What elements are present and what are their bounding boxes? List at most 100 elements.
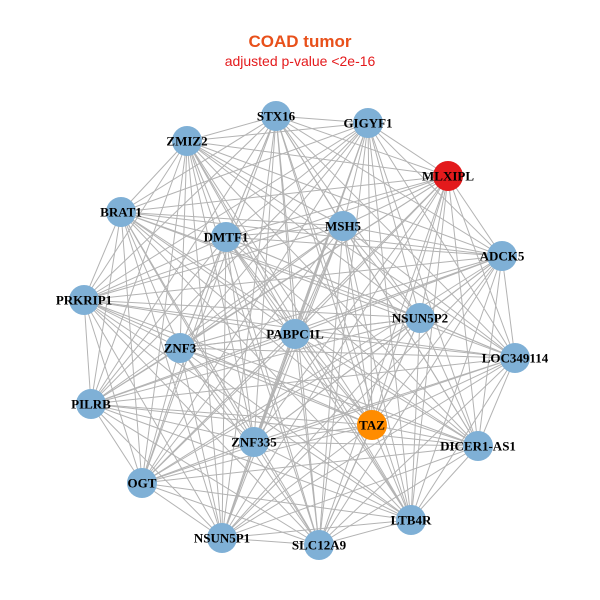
node-dmtf1[interactable]: DMTF1: [204, 222, 249, 252]
edge-gigyf1-taz: [367, 122, 373, 426]
edge-prkrip1-ogt: [83, 299, 143, 484]
edge-mlxipl-prkrip1: [83, 175, 449, 301]
edge-gigyf1-brat1: [120, 122, 369, 213]
node-label-znf3: ZNF3: [164, 341, 197, 356]
node-pilrb[interactable]: PILRB: [71, 389, 111, 419]
node-circle-adck5[interactable]: [487, 241, 517, 271]
edge-znf3-nsun5p1: [179, 347, 223, 539]
edge-taz-znf335: [253, 424, 373, 443]
edge-zmiz2-pilrb: [90, 140, 188, 405]
edge-nsun5p2-pilrb: [90, 317, 421, 405]
edge-pilrb-znf335: [90, 403, 255, 443]
edge-stx16-znf335: [253, 115, 277, 443]
edge-mlxipl-loc349114: [447, 175, 516, 359]
node-circle-znf3[interactable]: [165, 333, 195, 363]
edge-stx16-taz: [275, 115, 373, 426]
node-circle-nsun5p2[interactable]: [405, 303, 435, 333]
node-label-ltb4r: LTB4R: [391, 513, 432, 528]
node-taz[interactable]: TAZ: [357, 410, 387, 440]
node-mlxipl[interactable]: MLXIPL: [422, 161, 474, 191]
node-circle-msh5[interactable]: [328, 211, 358, 241]
node-circle-brat1[interactable]: [106, 197, 136, 227]
edge-taz-dicer1-as1: [371, 424, 479, 447]
node-circle-slc12a9[interactable]: [304, 530, 334, 560]
node-pabpc1l[interactable]: PABPC1L: [266, 319, 324, 349]
edge-adck5-znf3: [179, 255, 503, 349]
edge-dmtf1-prkrip1: [83, 236, 227, 301]
node-ogt[interactable]: OGT: [127, 468, 157, 498]
node-zmiz2[interactable]: ZMIZ2: [166, 126, 208, 156]
edge-dmtf1-dicer1-as1: [225, 236, 479, 447]
node-circle-gigyf1[interactable]: [353, 108, 383, 138]
edge-znf335-slc12a9: [253, 441, 320, 546]
node-label-brat1: BRAT1: [100, 205, 142, 220]
node-circle-pilrb[interactable]: [76, 389, 106, 419]
node-circle-prkrip1[interactable]: [69, 285, 99, 315]
node-ltb4r[interactable]: LTB4R: [391, 505, 432, 535]
node-znf335[interactable]: ZNF335: [231, 427, 277, 457]
edge-zmiz2-dicer1-as1: [186, 140, 479, 447]
edge-dmtf1-adck5: [225, 236, 503, 257]
edge-msh5-prkrip1: [83, 225, 344, 301]
node-circle-dicer1-as1[interactable]: [463, 431, 493, 461]
edge-znf335-ltb4r: [253, 441, 412, 521]
edge-znf335-ogt: [141, 441, 255, 484]
node-circle-pabpc1l[interactable]: [280, 319, 310, 349]
node-label-ogt: OGT: [128, 476, 157, 491]
diagram-title: COAD tumor: [249, 32, 352, 51]
node-circle-nsun5p1[interactable]: [207, 523, 237, 553]
edge-pabpc1l-pilrb: [90, 333, 296, 405]
node-loc349114[interactable]: LOC349114: [482, 343, 549, 373]
node-dicer1-as1[interactable]: DICER1-AS1: [440, 431, 516, 461]
node-circle-mlxipl[interactable]: [433, 161, 463, 191]
edge-loc349114-nsun5p1: [221, 357, 516, 539]
edge-dmtf1-msh5: [225, 225, 344, 238]
edge-prkrip1-taz: [83, 299, 373, 426]
edge-znf3-dicer1-as1: [179, 347, 479, 447]
node-circle-loc349114[interactable]: [500, 343, 530, 373]
edge-loc349114-ogt: [141, 357, 516, 484]
edge-dicer1-as1-ogt: [141, 445, 479, 484]
edge-pabpc1l-loc349114: [294, 333, 516, 359]
edge-pilrb-taz: [90, 403, 373, 426]
edge-stx16-pilrb: [90, 115, 277, 405]
node-brat1[interactable]: BRAT1: [100, 197, 142, 227]
edge-zmiz2-pabpc1l: [186, 140, 296, 335]
node-circle-ogt[interactable]: [127, 468, 157, 498]
node-znf3[interactable]: ZNF3: [164, 333, 197, 363]
edge-ogt-slc12a9: [141, 482, 320, 546]
node-circle-stx16[interactable]: [261, 101, 291, 131]
edge-pilrb-slc12a9: [90, 403, 320, 546]
node-gigyf1[interactable]: GIGYF1: [343, 108, 393, 138]
node-slc12a9[interactable]: SLC12A9: [292, 530, 347, 560]
edge-adck5-ogt: [141, 255, 503, 484]
edge-prkrip1-pilrb: [83, 299, 92, 405]
node-circle-dmtf1[interactable]: [211, 222, 241, 252]
edge-znf3-pilrb: [90, 347, 181, 405]
edge-adck5-loc349114: [501, 255, 516, 359]
node-circle-ltb4r[interactable]: [396, 505, 426, 535]
node-circle-zmiz2[interactable]: [172, 126, 202, 156]
edge-pabpc1l-slc12a9: [294, 333, 320, 546]
node-adck5[interactable]: ADCK5: [480, 241, 525, 271]
edge-ogt-nsun5p1: [141, 482, 223, 539]
edge-adck5-dicer1-as1: [477, 255, 503, 447]
edge-loc349114-ltb4r: [410, 357, 516, 521]
node-stx16[interactable]: STX16: [257, 101, 296, 131]
node-nsun5p1[interactable]: NSUN5P1: [194, 523, 250, 553]
node-circle-taz[interactable]: [357, 410, 387, 440]
node-prkrip1[interactable]: PRKRIP1: [56, 285, 112, 315]
node-msh5[interactable]: MSH5: [325, 211, 362, 241]
edge-znf3-loc349114: [179, 347, 516, 359]
edge-stx16-ltb4r: [275, 115, 412, 521]
edge-adck5-ltb4r: [410, 255, 503, 521]
node-circle-znf335[interactable]: [239, 427, 269, 457]
edge-mlxipl-slc12a9: [318, 175, 449, 546]
edge-znf3-znf335: [179, 347, 255, 443]
edge-ogt-ltb4r: [141, 482, 412, 521]
edge-zmiz2-dmtf1: [186, 140, 227, 238]
node-nsun5p2[interactable]: NSUN5P2: [392, 303, 448, 333]
edge-zmiz2-brat1: [120, 140, 188, 213]
edge-msh5-ogt: [141, 225, 344, 484]
